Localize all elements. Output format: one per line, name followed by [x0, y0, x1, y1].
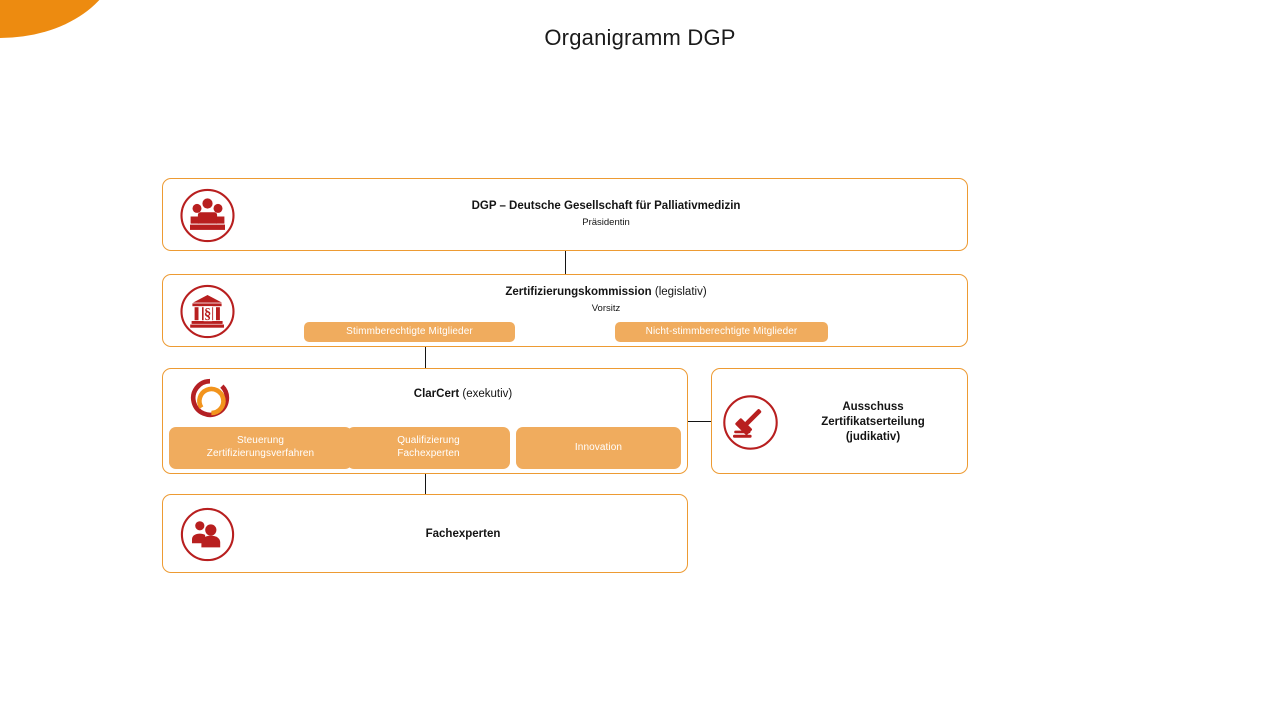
node-dgp-title: DGP – Deutsche Gesellschaft für Palliati…	[471, 200, 741, 212]
node-ausschuss-title-line1: Ausschuss	[842, 401, 904, 413]
node-dgp-subtitle: Präsidentin	[582, 217, 630, 229]
courthouse-paragraph-icon: §	[179, 284, 236, 339]
node-zk-title-bold: Zertifizierungskommission	[505, 286, 652, 298]
node-ausschuss-title-line2: Zertifikatserteilung	[821, 416, 925, 429]
node-clarcert-title: ClarCert (exekutiv)	[253, 387, 673, 402]
node-ausschuss-text: Ausschuss Zertifikatserteilung (judikati…	[784, 400, 962, 446]
tag-qualifizierung-line1: Qualifizierung	[397, 435, 460, 447]
node-zk-subtitle: Vorsitz	[591, 303, 621, 315]
node-dgp-text: DGP – Deutsche Gesellschaft für Palliati…	[253, 199, 959, 230]
svg-text:§: §	[204, 306, 211, 322]
tag-steuerung-line1: Steuerung	[236, 435, 285, 447]
node-fachexperten-text: Fachexperten	[253, 527, 673, 542]
connector-clarcert-to-ausschuss	[688, 420, 711, 423]
tag-steuerung-zertifizierungsverfahren[interactable]: Steuerung Zertifizierungsverfahren	[169, 427, 352, 469]
people-group-icon	[179, 188, 236, 243]
tag-steuerung-line2: Zertifizierungsverfahren	[206, 448, 315, 459]
tag-qualifizierung-fachexperten[interactable]: Qualifizierung Fachexperten	[347, 427, 510, 469]
node-clarcert[interactable]: ClarCert (exekutiv) Steuerung Zertifizie…	[162, 368, 688, 474]
gavel-icon	[722, 394, 779, 451]
node-ausschuss-zertifikatserteilung[interactable]: Ausschuss Zertifikatserteilung (judikati…	[711, 368, 968, 474]
two-people-icon	[179, 507, 236, 562]
page-title: Organigramm DGP	[544, 25, 736, 50]
tag-stimmberechtigte-label: Stimmberechtigte Mitglieder	[346, 325, 473, 337]
node-ausschuss-title-line3: (judikativ)	[845, 431, 901, 444]
node-fachexperten-title: Fachexperten	[425, 528, 501, 540]
node-clarcert-title-regular: (exekutiv)	[459, 388, 513, 400]
connector-dgp-to-zk	[564, 251, 567, 274]
tag-stimmberechtigte-mitglieder[interactable]: Stimmberechtigte Mitglieder	[304, 322, 515, 342]
node-zertifizierungskommission[interactable]: § Zertifizierungskommission (legislativ)…	[162, 274, 968, 347]
node-zk-text: Zertifizierungskommission (legislativ) V…	[253, 285, 959, 316]
tag-innovation[interactable]: Innovation	[516, 427, 681, 469]
tag-qualifizierung-line2: Fachexperten	[397, 448, 460, 459]
connector-clarcert-to-fachexperten	[424, 474, 427, 494]
tag-nicht-stimmberechtigte-mitglieder[interactable]: Nicht-stimmberechtigte Mitglieder	[615, 322, 828, 342]
tag-nicht-stimmberechtigte-label: Nicht-stimmberechtigte Mitglieder	[645, 325, 798, 337]
node-fachexperten[interactable]: Fachexperten	[162, 494, 688, 573]
node-zk-title: Zertifizierungskommission (legislativ)	[253, 285, 959, 300]
node-clarcert-text: ClarCert (exekutiv)	[253, 387, 673, 402]
connector-zk-to-clarcert	[424, 347, 427, 368]
tag-innovation-label: Innovation	[574, 441, 623, 453]
node-dgp[interactable]: DGP – Deutsche Gesellschaft für Palliati…	[162, 178, 968, 251]
node-clarcert-title-bold: ClarCert	[413, 388, 460, 400]
clarcert-ring-logo	[189, 377, 231, 419]
node-zk-title-regular: (legislativ)	[651, 286, 707, 298]
